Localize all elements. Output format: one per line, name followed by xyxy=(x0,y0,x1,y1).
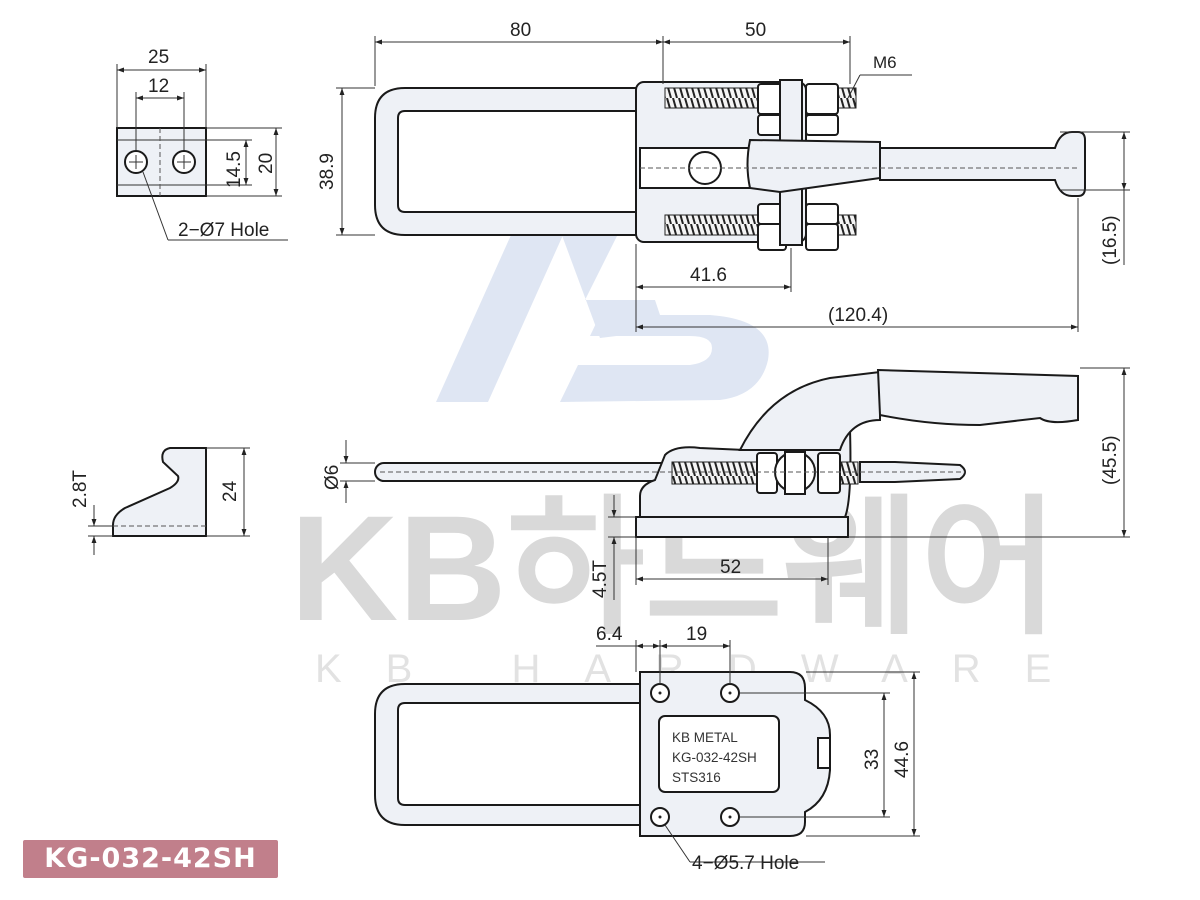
dim-top-height: 38.9 xyxy=(317,153,338,190)
base-end-view xyxy=(116,127,207,197)
nameplate-line1: KB METAL xyxy=(672,730,738,745)
dim-overall-length: (120.4) xyxy=(828,305,888,326)
dim-top-width-b: 50 xyxy=(745,20,766,41)
top-view xyxy=(374,79,1086,251)
dim-base-thickness: 4.5T xyxy=(590,560,611,598)
bottom-view xyxy=(374,671,831,837)
dim-catch-thickness: 2.8T xyxy=(70,470,91,508)
dim-top-width-a: 80 xyxy=(510,20,531,41)
dim-plate-height: 44.6 xyxy=(892,741,913,778)
dim-catch-height: 24 xyxy=(220,480,241,502)
dim-thread: M6 xyxy=(873,53,897,72)
dim-base-width: 25 xyxy=(148,47,169,68)
catch-view xyxy=(112,447,207,537)
dim-base-height: 20 xyxy=(256,153,277,174)
dim-hole-pitch: 12 xyxy=(148,76,169,97)
side-view xyxy=(374,368,1079,538)
dim-hinge-offset: 41.6 xyxy=(690,265,727,286)
dim-hole-height: 14.5 xyxy=(224,151,245,188)
kb-logo-watermark xyxy=(436,215,769,402)
dim-overall-height: (45.5) xyxy=(1100,435,1121,485)
nameplate-line2: KG-032-42SH xyxy=(672,750,757,765)
dim-plate-hole-span: 33 xyxy=(862,749,883,770)
dim-plate-offset: 6.4 xyxy=(596,624,623,645)
dim-base-length: 52 xyxy=(720,557,741,578)
dimension-lines xyxy=(88,36,1130,863)
nameplate-line3: STS316 xyxy=(672,770,721,785)
dim-base-holes: 2−Ø7 Hole xyxy=(178,220,269,241)
dim-plate-pitch: 19 xyxy=(686,624,707,645)
model-badge-label: KG-032-42SH xyxy=(44,843,257,874)
dim-rod-dia: Ø6 xyxy=(322,465,343,490)
dim-plate-holes: 4−Ø5.7 Hole xyxy=(692,853,799,874)
dim-handle-offset: (16.5) xyxy=(1100,215,1121,265)
model-badge xyxy=(23,840,278,878)
